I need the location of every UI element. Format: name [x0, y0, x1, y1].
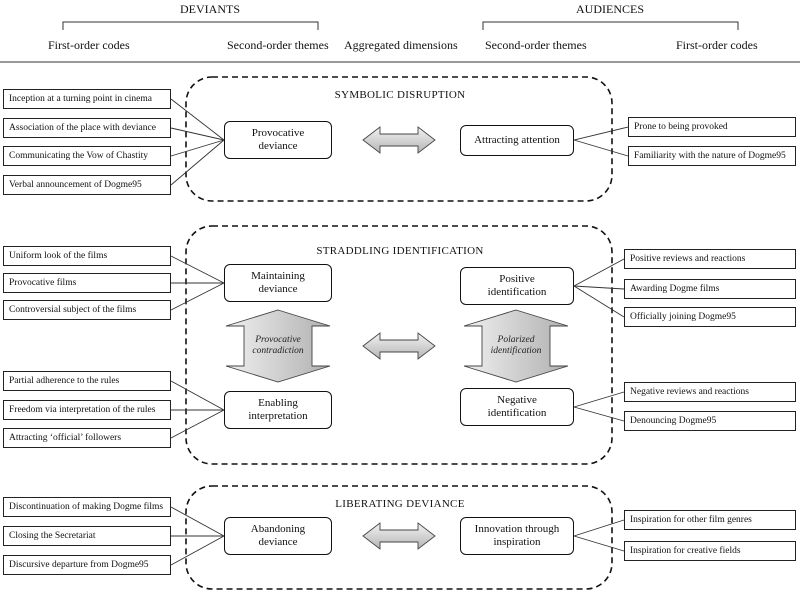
col-aggregated: Aggregated dimensions [344, 38, 458, 52]
theme-enabling-interpretation: Enabling interpretation [224, 391, 332, 429]
double-arrow-straddling [362, 332, 436, 360]
col-first-order-right: First-order codes [676, 38, 758, 52]
code-familiarity-dogme95: Familiarity with the nature of Dogme95 [628, 146, 796, 166]
code-discursive-departure: Discursive departure from Dogme95 [3, 555, 171, 575]
theme-maintaining-deviance: Maintaining deviance [224, 264, 332, 302]
frame-liberating-deviance [185, 485, 613, 590]
code-positive-reviews: Positive reviews and reactions [624, 249, 796, 269]
double-arrow-liberating [362, 522, 436, 550]
code-awarding-dogme: Awarding Dogme films [624, 279, 796, 299]
mechanism-polarized-identification: Polarized identification [490, 335, 542, 356]
mechanism-provocative-contradiction: Provocative contradiction [252, 335, 304, 356]
theme-negative-identification: Negative identification [460, 388, 574, 426]
code-association-place: Association of the place with deviance [3, 118, 171, 138]
code-freedom-interpretation: Freedom via interpretation of the rules [3, 400, 171, 420]
dimension-title-straddling-identification: STRADDLING IDENTIFICATION [316, 245, 484, 257]
code-vow-of-chastity: Communicating the Vow of Chastity [3, 146, 171, 166]
code-discontinuation: Discontinuation of making Dogme films [3, 497, 171, 517]
deviants-bracket [62, 21, 319, 30]
code-negative-reviews: Negative reviews and reactions [624, 382, 796, 402]
code-denouncing-dogme95: Denouncing Dogme95 [624, 411, 796, 431]
code-inspiration-film-genres: Inspiration for other film genres [624, 510, 796, 530]
code-partial-adherence: Partial adherence to the rules [3, 371, 171, 391]
theme-positive-identification: Positive identification [460, 267, 574, 305]
code-uniform-look: Uniform look of the films [3, 246, 171, 266]
connectors-straddling [170, 255, 625, 439]
double-arrow-symbolic [362, 126, 436, 154]
connectors-liberating [170, 506, 625, 566]
col-second-order-right: Second-order themes [485, 38, 587, 52]
col-first-order-left: First-order codes [48, 38, 130, 52]
code-inspiration-creative-fields: Inspiration for creative fields [624, 541, 796, 561]
header-audiences: AUDIENCES [576, 2, 644, 16]
audiences-bracket [482, 21, 739, 30]
header-deviants: DEVIANTS [180, 2, 240, 16]
theme-abandoning-deviance: Abandoning deviance [224, 517, 332, 555]
theme-attracting-attention: Attracting attention [460, 125, 574, 156]
code-closing-secretariat: Closing the Secretariat [3, 526, 171, 546]
dimension-title-symbolic-disruption: SYMBOLIC DISRUPTION [334, 89, 466, 101]
frame-symbolic-disruption [185, 76, 613, 202]
dimension-title-liberating-deviance: LIBERATING DEVIANCE [335, 498, 465, 510]
code-controversial-subject: Controversial subject of the films [3, 300, 171, 320]
vertical-arrow-left [225, 309, 331, 383]
code-prone-provoked: Prone to being provoked [628, 117, 796, 137]
code-official-followers: Attracting ‘official’ followers [3, 428, 171, 448]
vertical-arrow-right [463, 309, 569, 383]
code-inception: Inception at a turning point in cinema [3, 89, 171, 109]
theme-innovation-inspiration: Innovation through inspiration [460, 517, 574, 555]
col-second-order-left: Second-order themes [227, 38, 329, 52]
connectors-symbolic [170, 98, 629, 186]
code-provocative-films: Provocative films [3, 273, 171, 293]
code-officially-joining: Officially joining Dogme95 [624, 307, 796, 327]
theme-provocative-deviance: Provocative deviance [224, 121, 332, 159]
code-verbal-announcement: Verbal announcement of Dogme95 [3, 175, 171, 195]
